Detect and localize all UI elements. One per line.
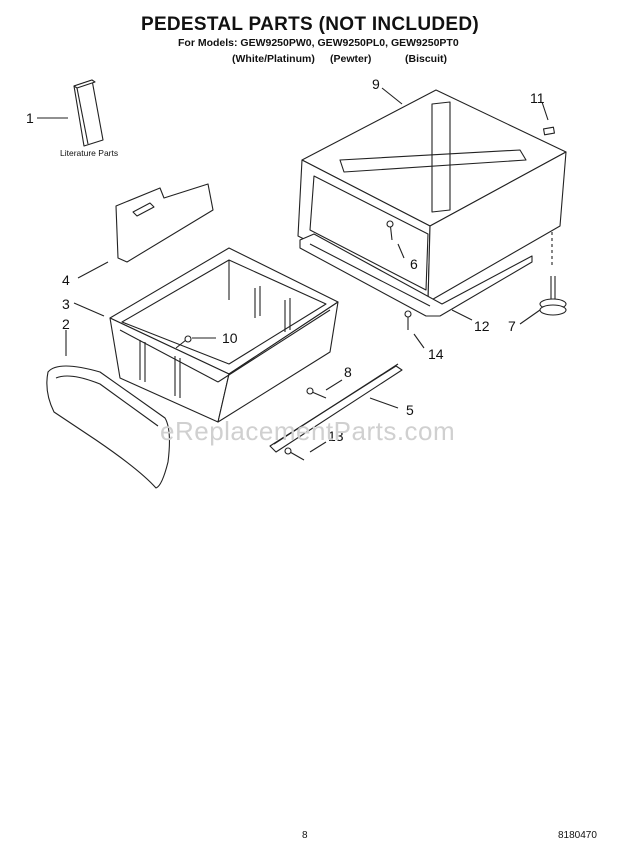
callout-leader-13 — [309, 441, 327, 453]
slide-screw — [306, 387, 327, 399]
drawer-slide-rail — [269, 363, 403, 453]
callout-2: 2 — [62, 316, 70, 332]
color-biscuit: (Biscuit) — [405, 53, 447, 65]
pedestal-cover-plate — [299, 233, 533, 317]
callout-7: 7 — [508, 318, 516, 334]
pedestal-cabinet — [297, 89, 567, 303]
callout-5: 5 — [406, 402, 414, 418]
cabinet-screw — [386, 220, 394, 241]
callout-leader-4 — [77, 261, 109, 279]
watermark: eReplacementParts.com — [160, 416, 456, 446]
drawer-tray — [109, 247, 339, 423]
callout-leader-3 — [73, 302, 105, 317]
color-pewter: (Pewter) — [330, 53, 372, 65]
callout-leader-5 — [369, 397, 399, 409]
drawer-front-panel — [46, 365, 171, 489]
model-list: For Models: GEW9250PW0, GEW9250PL0, GEW9… — [178, 37, 459, 49]
callout-3: 3 — [62, 296, 70, 312]
leveling-leg — [539, 232, 567, 316]
callout-10: 10 — [222, 330, 238, 346]
callout-14: 14 — [428, 346, 444, 362]
page-title: PEDESTAL PARTS (NOT INCLUDED) — [140, 14, 480, 35]
callout-12: 12 — [474, 318, 490, 334]
callout-leader-14 — [413, 333, 425, 349]
callout-8: 8 — [344, 364, 352, 380]
callout-4: 4 — [62, 272, 70, 288]
color-white-platinum: (White/Platinum) — [232, 53, 315, 65]
plate-screw — [404, 310, 412, 330]
callout-1: 1 — [26, 110, 34, 126]
rail-screw — [284, 447, 305, 461]
callout-13: 13 — [328, 428, 344, 444]
callout-6: 6 — [410, 256, 418, 272]
document-number: 8180470 — [558, 830, 597, 841]
callout-leader-9 — [381, 87, 403, 105]
literature-parts-label: Literature Parts — [60, 148, 119, 158]
callout-9: 9 — [372, 76, 380, 92]
page-number: 8 — [302, 830, 308, 841]
callout-leader-7 — [519, 309, 541, 325]
literature-parts-booklet — [73, 79, 104, 147]
callout-leader-8 — [325, 379, 343, 391]
callout-leader-6 — [397, 243, 405, 259]
callout-leader-11 — [541, 101, 549, 121]
callout-11: 11 — [530, 90, 545, 106]
callout-leader-12 — [451, 309, 473, 321]
drawer-divider — [115, 183, 214, 263]
drawer-screw — [175, 335, 192, 349]
